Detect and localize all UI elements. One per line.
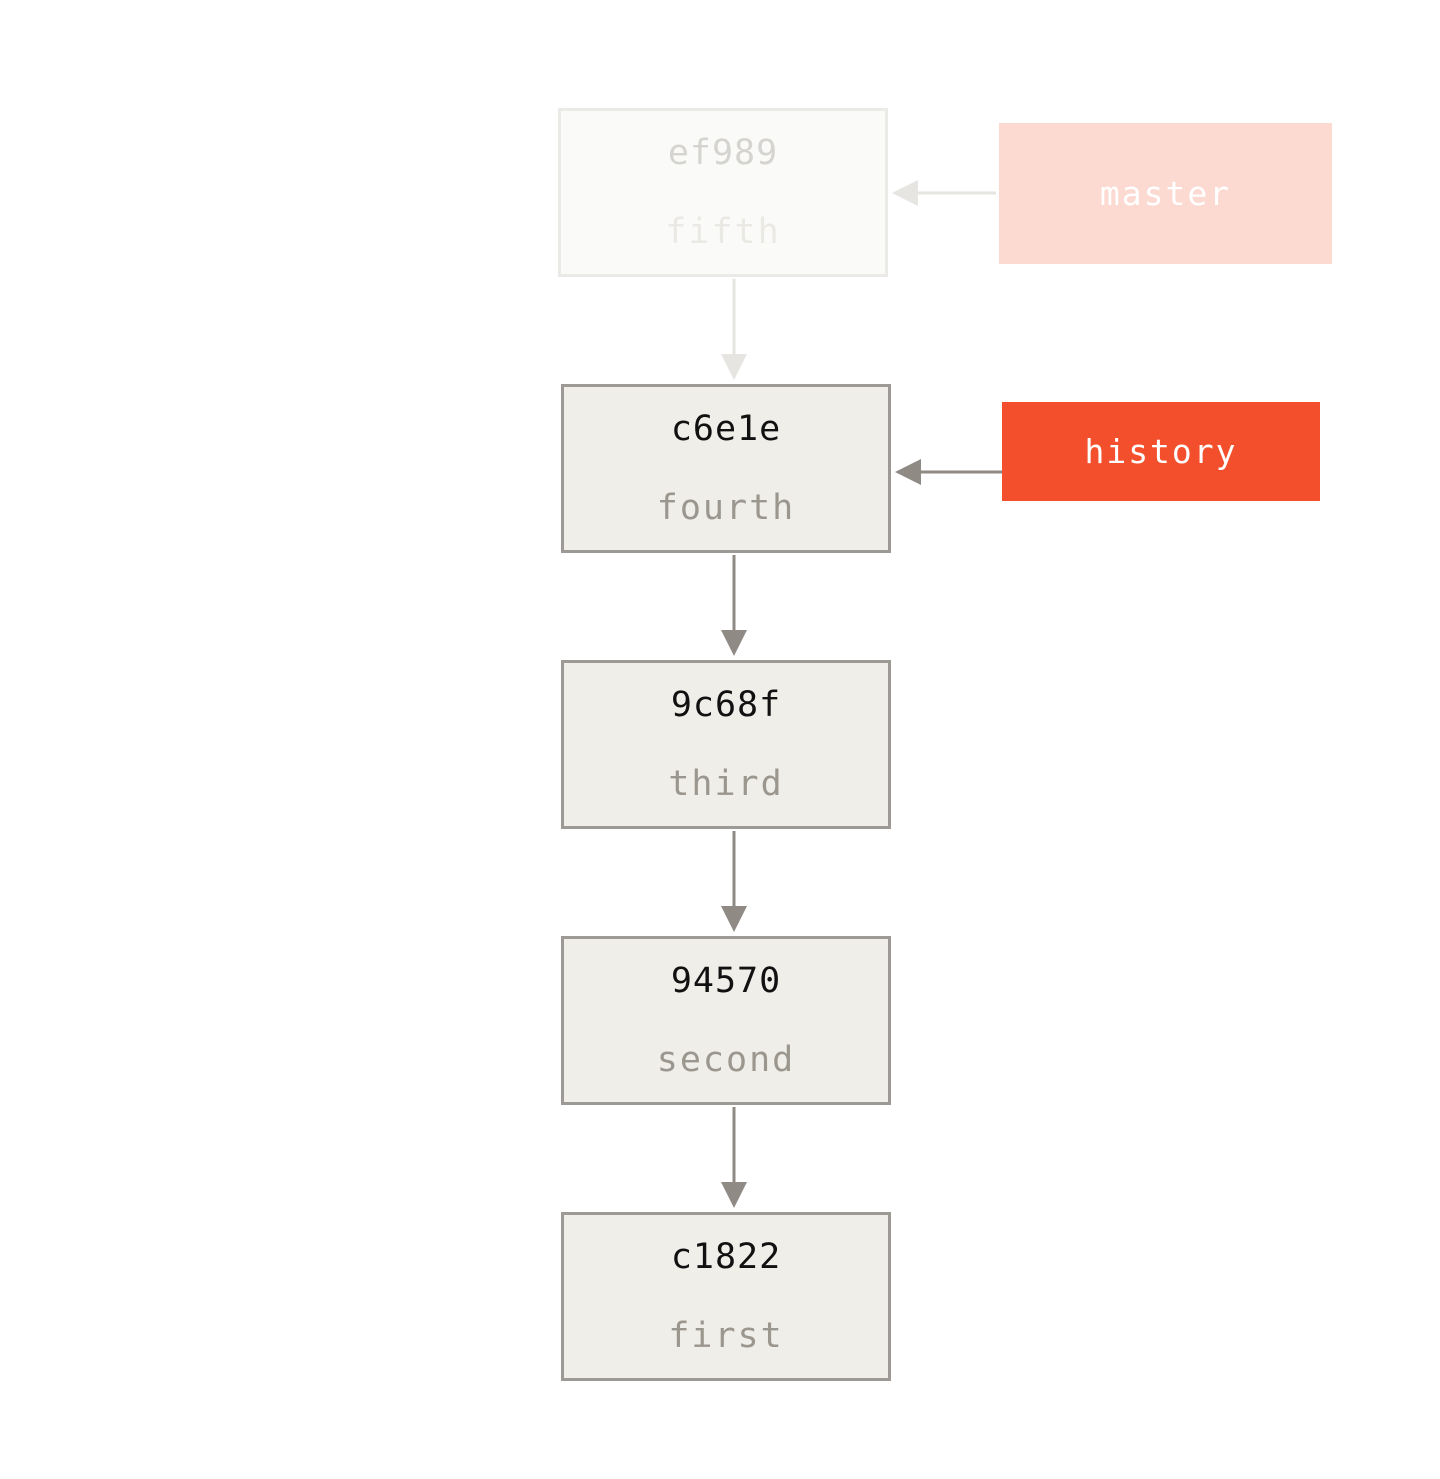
parent-arrow-ef989-c6e1e <box>721 279 747 380</box>
commit-message: first <box>668 1316 784 1356</box>
commit-message: fourth <box>656 488 796 528</box>
commit-hash: c1822 <box>670 1237 782 1277</box>
commit-hash: 9c68f <box>670 685 782 725</box>
commit-hash: 94570 <box>670 961 782 1001</box>
commit-message: third <box>668 764 784 804</box>
commit-ef989: ef989 fifth <box>558 108 888 277</box>
commit-hash: c6e1e <box>670 409 782 449</box>
branch-arrow-history <box>895 459 1002 485</box>
parent-arrow-c6e1e-9c68f <box>721 555 747 656</box>
commit-message: second <box>656 1040 796 1080</box>
parent-arrow-9c68f-94570 <box>721 831 747 932</box>
parent-arrow-94570-c1822 <box>721 1107 747 1208</box>
branch-arrow-master <box>892 180 996 206</box>
commit-hash: ef989 <box>667 133 779 173</box>
branch-label-master: master <box>999 123 1332 264</box>
commit-94570: 94570 second <box>561 936 891 1105</box>
commit-c1822: c1822 first <box>561 1212 891 1381</box>
branch-label-history: history <box>1002 402 1320 501</box>
commit-9c68f: 9c68f third <box>561 660 891 829</box>
commit-message: fifth <box>665 212 781 252</box>
commit-c6e1e: c6e1e fourth <box>561 384 891 553</box>
